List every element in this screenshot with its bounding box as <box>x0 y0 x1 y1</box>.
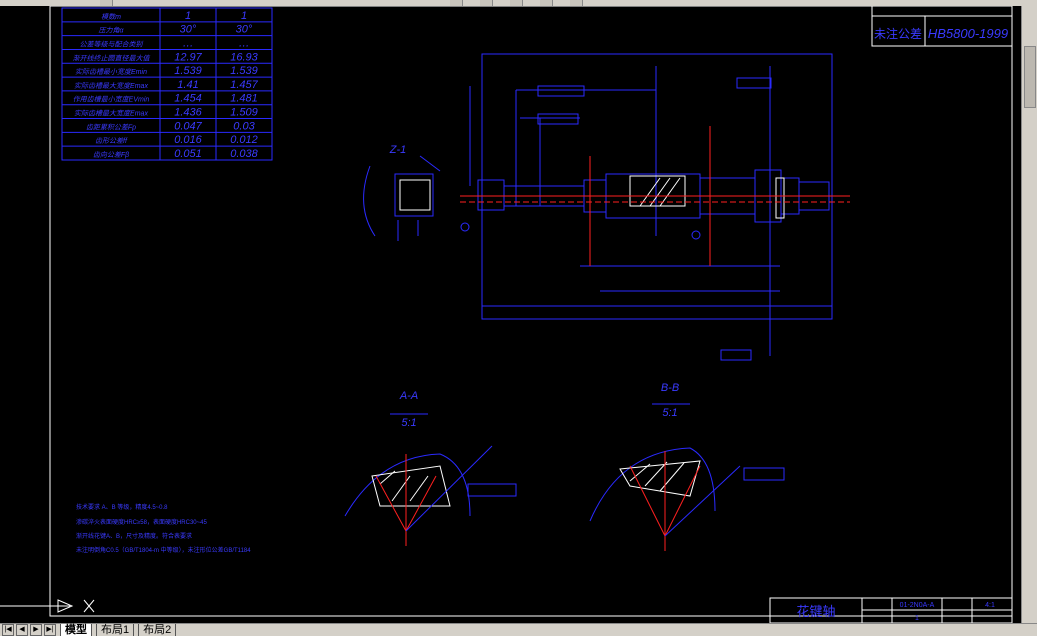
table-cell: 1.41 <box>177 79 198 91</box>
title-name: 花键轴 <box>796 604 835 619</box>
section-b-scale: 5:1 <box>662 407 677 419</box>
table-cell: 0.051 <box>174 148 202 160</box>
note-4: 未注明倒角C0.5（GB/T1804-m 中等级），未注形位公差GB/T1184 <box>76 546 251 554</box>
ucs-icon <box>0 599 95 613</box>
toolbar-button[interactable] <box>510 0 523 6</box>
spline-table <box>61 7 273 161</box>
table-cell: 模数m <box>101 13 121 21</box>
tab-last-button[interactable]: ▶| <box>44 624 56 636</box>
vertical-scrollbar[interactable] <box>1021 6 1037 623</box>
table-cell: 30° <box>236 24 253 36</box>
layout-tabbar: |◀ ◀ ▶ ▶| 模型 布局1 布局2 <box>0 623 1037 636</box>
scroll-thumb[interactable] <box>1024 46 1036 108</box>
table-cell: 齿形公差ff <box>95 137 128 145</box>
table-cell: 0.016 <box>174 134 202 146</box>
title-code: 01-2N0A-A <box>900 602 935 609</box>
table-cell: 实际齿槽最大宽度Emax <box>74 110 148 118</box>
tab-layout1[interactable]: 布局1 <box>96 624 135 636</box>
toolbar-button[interactable] <box>540 0 553 6</box>
section-marker <box>691 230 701 240</box>
table-cell: 1 <box>185 10 191 22</box>
toolbar-button[interactable] <box>480 0 493 6</box>
table-cell: … <box>183 37 194 49</box>
note-1: 技术要求 A、B 等级，精度4.5~0.8 <box>76 503 168 511</box>
tab-next-button[interactable]: ▶ <box>30 624 42 636</box>
section-b-title: B-B <box>661 382 679 394</box>
table-cell: 齿向公差Fβ <box>93 151 129 159</box>
drawing-canvas[interactable]: 模数m 1 1 压力角α 30° 30° 公差等级与配合类别 … … 渐开线终止圆直径最大值 12.… <box>0 6 1022 623</box>
table-cell: 齿距累积公差Fp <box>86 123 136 131</box>
toolbar-button[interactable] <box>100 0 113 6</box>
table-cell: 30° <box>180 24 197 36</box>
toolbar-button[interactable] <box>570 0 583 6</box>
technical-notes: 技术要求 A、B 等级，精度4.5~0.8 渗碳淬火表面硬度HRC≥58，表面硬… <box>76 503 251 554</box>
table-cell: 1.539 <box>174 65 202 77</box>
title-block <box>769 597 1013 623</box>
table-cell: 作用齿槽最小宽度EVmin <box>73 96 150 104</box>
tab-prev-button[interactable]: ◀ <box>16 624 28 636</box>
title-sheet: 1 <box>915 615 919 622</box>
table-cell: 1.457 <box>230 79 258 91</box>
table-cell: 实际齿槽最小宽度Emin <box>75 68 147 76</box>
section-a-title: A-A <box>399 390 418 402</box>
table-cell: 0.03 <box>233 120 255 132</box>
table-cell: 公差等级与配合类别 <box>80 40 144 48</box>
table-cell: 1.509 <box>230 107 258 119</box>
toolbar-button[interactable] <box>450 0 463 6</box>
tolerance-value: HB5800-1999 <box>928 26 1008 41</box>
note-2: 渗碳淬火表面硬度HRC≥58，表面硬度HRC30~45 <box>76 518 207 526</box>
table-cell: … <box>239 37 250 49</box>
tab-first-button[interactable]: |◀ <box>2 624 14 636</box>
drawing-frame <box>49 6 1013 617</box>
shaft-main-view <box>469 53 850 361</box>
tab-model[interactable]: 模型 <box>60 624 92 636</box>
detail-z-title: Z-1 <box>389 144 407 156</box>
table-cell: 1 <box>241 10 247 22</box>
table-cell: 1.436 <box>174 107 202 119</box>
section-view-a <box>344 413 517 546</box>
table-cell: 实际齿槽最大宽度Emax <box>74 82 148 90</box>
spline-table-text: 模数m 1 1 压力角α 30° 30° 公差等级与配合类别 … … 渐开线终止圆直径最大值 12.… <box>73 10 259 160</box>
title-scale: 4:1 <box>985 602 995 609</box>
table-cell: 渐开线终止圆直径最大值 <box>73 54 151 62</box>
table-cell: 0.047 <box>174 120 202 132</box>
detail-view-z <box>363 155 441 241</box>
section-a-scale: 5:1 <box>401 417 416 429</box>
section-marker <box>460 222 470 232</box>
main-view-hatch <box>629 175 785 219</box>
table-cell: 1.454 <box>174 93 202 105</box>
tolerance-label: 未注公差 <box>874 26 922 41</box>
table-cell: 16.93 <box>230 51 258 63</box>
table-cell: 0.012 <box>230 134 258 146</box>
tab-layout2[interactable]: 布局2 <box>138 624 177 636</box>
tolerance-box: 未注公差 HB5800-1999 <box>871 6 1013 47</box>
table-cell: 1.539 <box>230 65 258 77</box>
section-view-b <box>589 403 785 551</box>
note-3: 渐开线花键A、B，尺寸及精度。符合表要求 <box>76 532 192 540</box>
toolbar <box>0 0 1037 6</box>
table-cell: 12.97 <box>174 51 202 63</box>
table-cell: 1.481 <box>230 93 258 105</box>
table-cell: 压力角α <box>99 27 125 35</box>
table-cell: 0.038 <box>230 148 258 160</box>
